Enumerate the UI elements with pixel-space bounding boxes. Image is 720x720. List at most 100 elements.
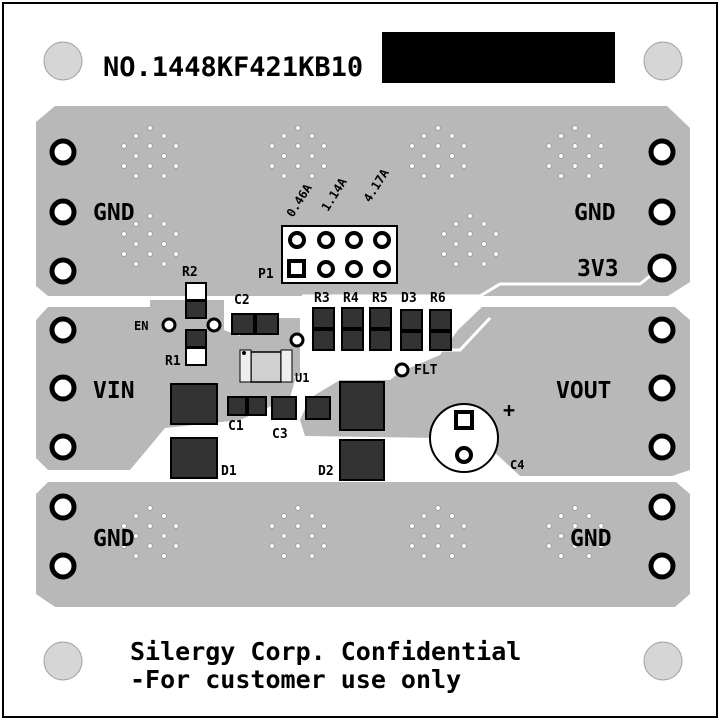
via [147, 543, 153, 549]
via [173, 523, 179, 529]
label-vin: VIN [93, 378, 135, 404]
via [572, 163, 578, 169]
via [481, 261, 487, 267]
via [421, 533, 427, 539]
via [586, 533, 592, 539]
via [269, 523, 275, 529]
via [147, 143, 153, 149]
via [133, 153, 139, 159]
via [453, 241, 459, 247]
via [121, 251, 127, 257]
via [147, 213, 153, 219]
jumper-p1 [281, 225, 398, 284]
copper-areas [36, 106, 690, 607]
label-gnd-left-top: GND [93, 200, 135, 226]
via [309, 533, 315, 539]
label-p1: P1 [258, 267, 274, 282]
component-labels: R2 R1 EN C2 U1 C1 C3 D1 D2 R3 R4 R5 D3 R… [134, 265, 524, 479]
terminal-left-1 [49, 138, 77, 166]
via [421, 553, 427, 559]
terminal-left-2 [49, 198, 77, 226]
label-d2: D2 [318, 464, 334, 479]
label-vout: VOUT [556, 378, 611, 404]
r2-pad-bottom [185, 300, 207, 319]
via [493, 251, 499, 257]
via [133, 241, 139, 247]
via [321, 523, 327, 529]
jumper-pin [345, 231, 363, 249]
part-number: NO.1448KF421KB10 [103, 52, 363, 83]
via [281, 133, 287, 139]
via [161, 153, 167, 159]
via [558, 513, 564, 519]
via [586, 173, 592, 179]
label-r4: R4 [343, 291, 359, 306]
c4-outline [429, 403, 499, 473]
via [133, 513, 139, 519]
en-testpoint [161, 317, 177, 333]
via [173, 143, 179, 149]
jumper-pin [317, 231, 335, 249]
c1-pad-left [227, 396, 247, 416]
via [147, 231, 153, 237]
via [173, 163, 179, 169]
c4-pad-positive [454, 410, 474, 430]
via [572, 505, 578, 511]
via [421, 173, 427, 179]
d3-pad-top [400, 309, 423, 331]
terminal-left-8 [49, 552, 77, 580]
via [309, 133, 315, 139]
testpoint [289, 332, 305, 348]
via [161, 221, 167, 227]
via [572, 143, 578, 149]
via [295, 163, 301, 169]
via [295, 523, 301, 529]
jumper-pin [373, 231, 391, 249]
via [309, 173, 315, 179]
terminal-right-3v3 [647, 253, 677, 283]
label-gnd-right-top: GND [574, 200, 616, 226]
jumper-pin-1-square [287, 259, 306, 278]
via [435, 523, 441, 529]
c2-pad-right [255, 313, 279, 335]
via [598, 543, 604, 549]
via [572, 125, 578, 131]
u1-pin1-marker [242, 351, 246, 355]
via [558, 173, 564, 179]
c3-pad-left [271, 396, 297, 420]
via [467, 231, 473, 237]
via [409, 543, 415, 549]
via [461, 143, 467, 149]
via [173, 543, 179, 549]
label-en: EN [134, 319, 148, 333]
mounting-hole-bottom-right [643, 641, 683, 681]
via [449, 153, 455, 159]
via [421, 513, 427, 519]
c4-pad-negative [455, 446, 473, 464]
via [147, 251, 153, 257]
via [121, 163, 127, 169]
via [161, 261, 167, 267]
d2-pad-bottom [339, 439, 385, 481]
u1-body [250, 351, 282, 383]
label-gnd-right-bottom: GND [570, 526, 612, 552]
via [121, 231, 127, 237]
r5-pad-top [369, 307, 392, 329]
label-r1: R1 [165, 354, 181, 369]
via [133, 261, 139, 267]
terminal-right-1 [648, 138, 676, 166]
via [133, 533, 139, 539]
via [133, 133, 139, 139]
via [173, 251, 179, 257]
via [598, 163, 604, 169]
via [121, 143, 127, 149]
via [572, 543, 578, 549]
via [558, 153, 564, 159]
via [295, 143, 301, 149]
via [269, 543, 275, 549]
vin-plane [36, 300, 295, 470]
via [467, 251, 473, 257]
via [461, 163, 467, 169]
via [449, 513, 455, 519]
label-3v3: 3V3 [577, 256, 619, 282]
